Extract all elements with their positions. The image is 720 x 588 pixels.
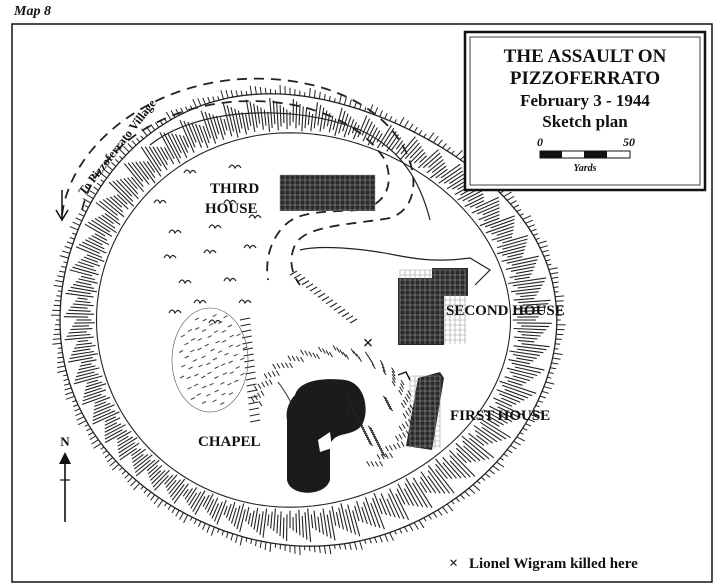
map-frame xyxy=(11,23,713,583)
road-label: To Pizzoferrato Village xyxy=(75,96,159,198)
scale-end-label: 50 xyxy=(623,135,635,149)
third-house-label-line2: HOUSE xyxy=(205,201,258,217)
map-title-line2: PIZZOFERRATO xyxy=(510,68,660,89)
map-title-line4: Sketch plan xyxy=(542,112,628,131)
second-house-label: SECOND HOUSE xyxy=(446,303,565,319)
scrub-patch xyxy=(178,314,247,405)
third-house-building xyxy=(279,174,376,211)
kill-site-marker: × xyxy=(363,333,374,354)
north-arrow-label: N xyxy=(60,434,70,449)
chapel-building xyxy=(286,379,366,493)
map-number: Map 8 xyxy=(13,4,51,19)
scale-unit-label: Yards xyxy=(574,163,597,174)
chapel-steps xyxy=(277,381,293,406)
first-house-label: FIRST HOUSE xyxy=(450,408,550,424)
north-arrow xyxy=(59,452,71,522)
slope-hatching xyxy=(239,270,358,423)
title-box xyxy=(463,30,707,192)
map-title-line1: THE ASSAULT ON xyxy=(504,46,667,67)
inner-terrace-line xyxy=(149,112,431,221)
scale-bar xyxy=(539,150,631,159)
first-house-gate xyxy=(397,371,411,381)
second-house-building xyxy=(398,268,468,345)
legend-text: Lionel Wigram killed here xyxy=(469,556,638,572)
legend-symbol: × xyxy=(449,555,458,572)
scale-start-label: 0 xyxy=(537,135,543,149)
chapel-label: CHAPEL xyxy=(198,434,261,450)
vegetation-marks xyxy=(153,164,262,325)
scrub-patch-outline xyxy=(171,307,249,413)
inner-ridge-line xyxy=(299,246,491,286)
hill-outline xyxy=(51,84,566,556)
road-direction-arrow xyxy=(55,190,69,222)
third-house-label-line1: THIRD xyxy=(210,181,259,197)
rocky-outcrop xyxy=(250,345,415,467)
road-to-village xyxy=(61,77,415,286)
first-house-building xyxy=(406,372,444,450)
map-title-line3: February 3 - 1944 xyxy=(520,91,650,110)
